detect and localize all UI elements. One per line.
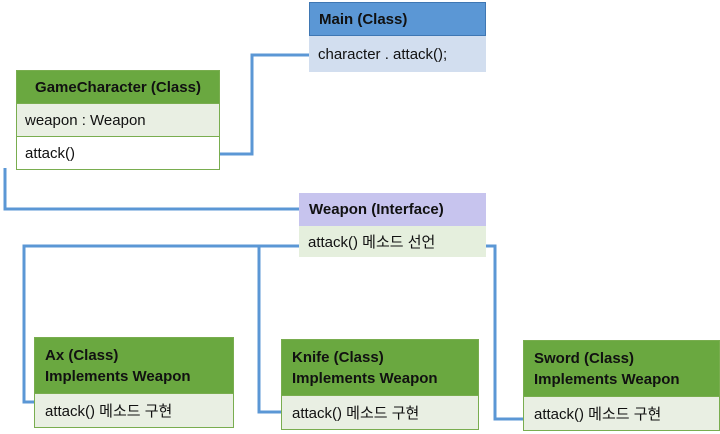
weapon-interface-box: Weapon (Interface) attack() 메소드 선언 bbox=[299, 193, 486, 257]
sword-class-header: Sword (Class) Implements Weapon bbox=[524, 341, 719, 396]
knife-class-header: Knife (Class) Implements Weapon bbox=[282, 340, 478, 395]
connector-gamecharacter-to-weapon bbox=[3, 168, 299, 211]
knife-class-box: Knife (Class) Implements Weapon attack()… bbox=[281, 339, 479, 430]
ax-class-subtitle: Implements Weapon bbox=[45, 367, 191, 385]
connector-weapon-to-ax bbox=[22, 244, 299, 404]
main-class-box: Main (Class) character . attack(); bbox=[309, 2, 486, 72]
connector-gamecharacter-to-main bbox=[196, 53, 309, 156]
knife-class-subtitle: Implements Weapon bbox=[292, 369, 438, 387]
knife-class-method: attack() 메소드 구현 bbox=[282, 395, 478, 429]
sword-class-method: attack() 메소드 구현 bbox=[524, 396, 719, 430]
ax-class-method: attack() 메소드 구현 bbox=[35, 393, 233, 427]
main-class-method: character . attack(); bbox=[309, 36, 486, 72]
ax-class-header: Ax (Class) Implements Weapon bbox=[35, 338, 233, 393]
ax-class-title: Ax (Class) bbox=[45, 346, 119, 364]
sword-class-subtitle: Implements Weapon bbox=[534, 370, 680, 388]
gamecharacter-class-title: GameCharacter (Class) bbox=[17, 71, 219, 103]
sword-class-box: Sword (Class) Implements Weapon attack()… bbox=[523, 340, 720, 431]
gamecharacter-class-box: GameCharacter (Class) weapon : Weapon at… bbox=[16, 70, 220, 170]
sword-class-title: Sword (Class) bbox=[534, 349, 635, 367]
weapon-interface-title: Weapon (Interface) bbox=[299, 193, 486, 226]
gamecharacter-field: weapon : Weapon bbox=[17, 103, 219, 136]
knife-class-title: Knife (Class) bbox=[292, 348, 384, 366]
main-class-title: Main (Class) bbox=[309, 2, 486, 36]
gamecharacter-method: attack() bbox=[17, 136, 219, 169]
weapon-interface-method: attack() 메소드 선언 bbox=[299, 226, 486, 257]
connector-weapon-to-knife bbox=[257, 246, 281, 414]
ax-class-box: Ax (Class) Implements Weapon attack() 메소… bbox=[34, 337, 234, 428]
